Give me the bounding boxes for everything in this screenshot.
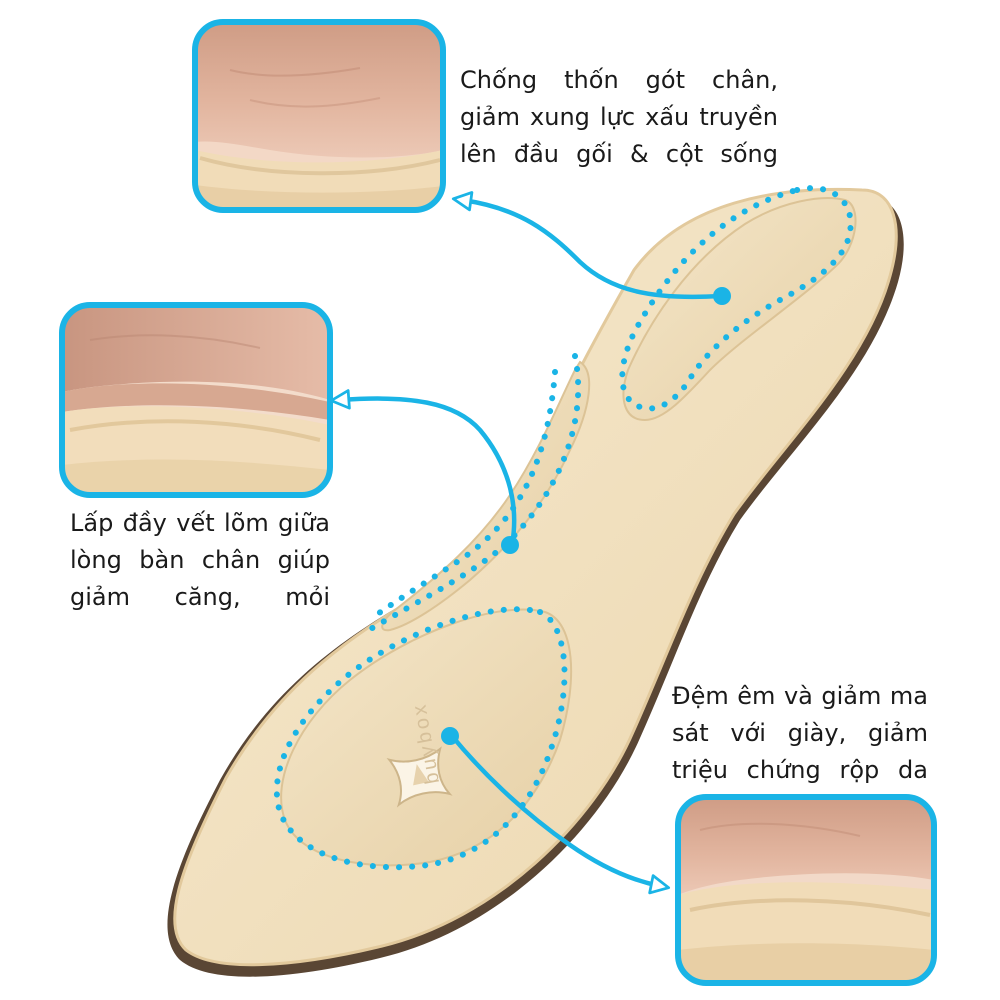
arch-photo-inset <box>59 302 333 498</box>
heel-caption-line: lên đầu gối & cột sống <box>460 140 778 168</box>
arch-zone-outline <box>359 353 582 637</box>
heel-anchor-dot <box>713 287 731 305</box>
arch-pad <box>381 360 591 632</box>
forefoot-caption: Đệm êm và giảm ma sát với giày, giảm tri… <box>672 678 928 789</box>
forefoot-caption-line: sát với giày, giảm <box>672 719 928 747</box>
heel-photo-frame <box>192 19 446 213</box>
heel-connector <box>451 191 721 300</box>
forefoot-connector <box>450 734 671 895</box>
arch-caption-line: Lấp đầy vết lõm giữa <box>70 509 330 537</box>
heel-caption-line: giảm xung lực xấu truyền <box>460 103 778 131</box>
arch-photo-frame <box>59 302 333 498</box>
forefoot-pad <box>280 608 573 867</box>
forefoot-photo-frame <box>675 794 937 986</box>
arch-anchor-dot <box>501 536 519 554</box>
arch-caption-line: lòng bàn chân giúp <box>70 546 330 574</box>
arch-zone-outline-2 <box>369 369 558 621</box>
connectors <box>329 191 721 895</box>
dotted-outlines <box>273 185 854 871</box>
arch-connector <box>329 389 517 546</box>
forefoot-caption-line: Đệm êm và giảm ma <box>672 682 928 710</box>
brand-logo-icon <box>386 746 453 808</box>
forefoot-anchor-dot <box>441 727 459 745</box>
forefoot-photo-inset <box>675 794 937 986</box>
heel-pad <box>622 197 857 422</box>
forefoot-caption-line: triệu chứng rộp da <box>672 756 928 784</box>
arch-caption: Lấp đầy vết lõm giữa lòng bàn chân giúp … <box>70 505 330 616</box>
heel-zone-outline <box>619 185 854 412</box>
arch-caption-line: giảm căng, mỏi <box>70 583 330 611</box>
heel-caption-line: Chống thốn gót chân, <box>460 66 778 94</box>
heel-caption: Chống thốn gót chân, giảm xung lực xấu t… <box>460 62 778 173</box>
heel-photo-inset <box>192 19 446 213</box>
connector-dots <box>441 287 731 745</box>
insole: buybox <box>167 187 904 977</box>
forefoot-zone-outline <box>273 606 568 871</box>
